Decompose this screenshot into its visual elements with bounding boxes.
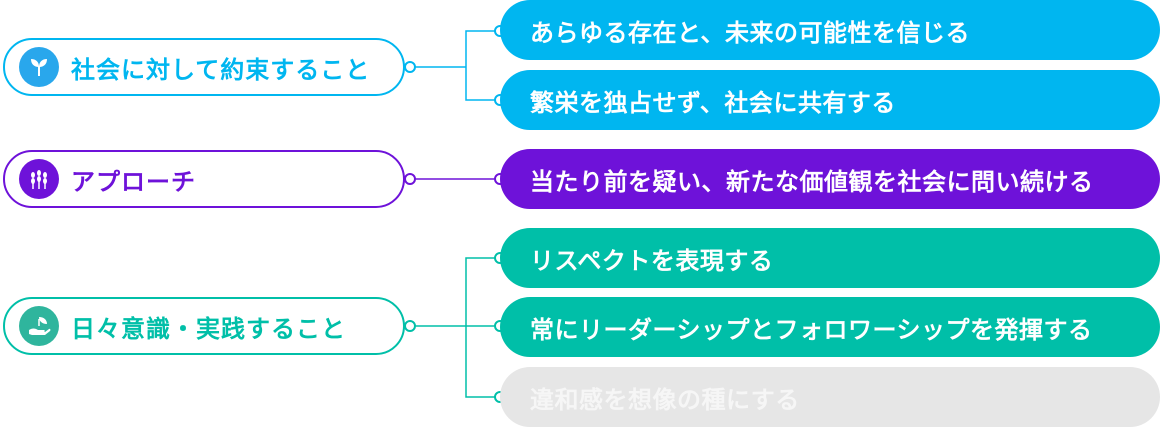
hand-leaf-icon (19, 306, 59, 346)
item-pill-inactive: 違和感を想像の種にする (500, 367, 1160, 427)
sprout-icon (19, 47, 59, 87)
category-label: 社会に対して約束すること (71, 55, 371, 84)
category-daily-practice: 日々意識・実践すること (3, 297, 405, 355)
category-label: 日々意識・実践すること (71, 314, 346, 343)
item-pill: 当たり前を疑い、新たな価値観を社会に問い続ける (500, 149, 1160, 209)
category-promise: 社会に対して約束すること (3, 38, 405, 96)
category-label: アプローチ (71, 167, 196, 196)
item-pill: リスペクトを表現する (500, 228, 1160, 288)
item-pill: あらゆる存在と、未来の可能性を信じる (500, 0, 1160, 60)
item-pill: 繁栄を独占せず、社会に共有する (500, 70, 1160, 130)
wheat-icon (19, 159, 59, 199)
category-approach: アプローチ (3, 150, 405, 208)
item-pill: 常にリーダーシップとフォロワーシップを発揮する (500, 297, 1160, 357)
